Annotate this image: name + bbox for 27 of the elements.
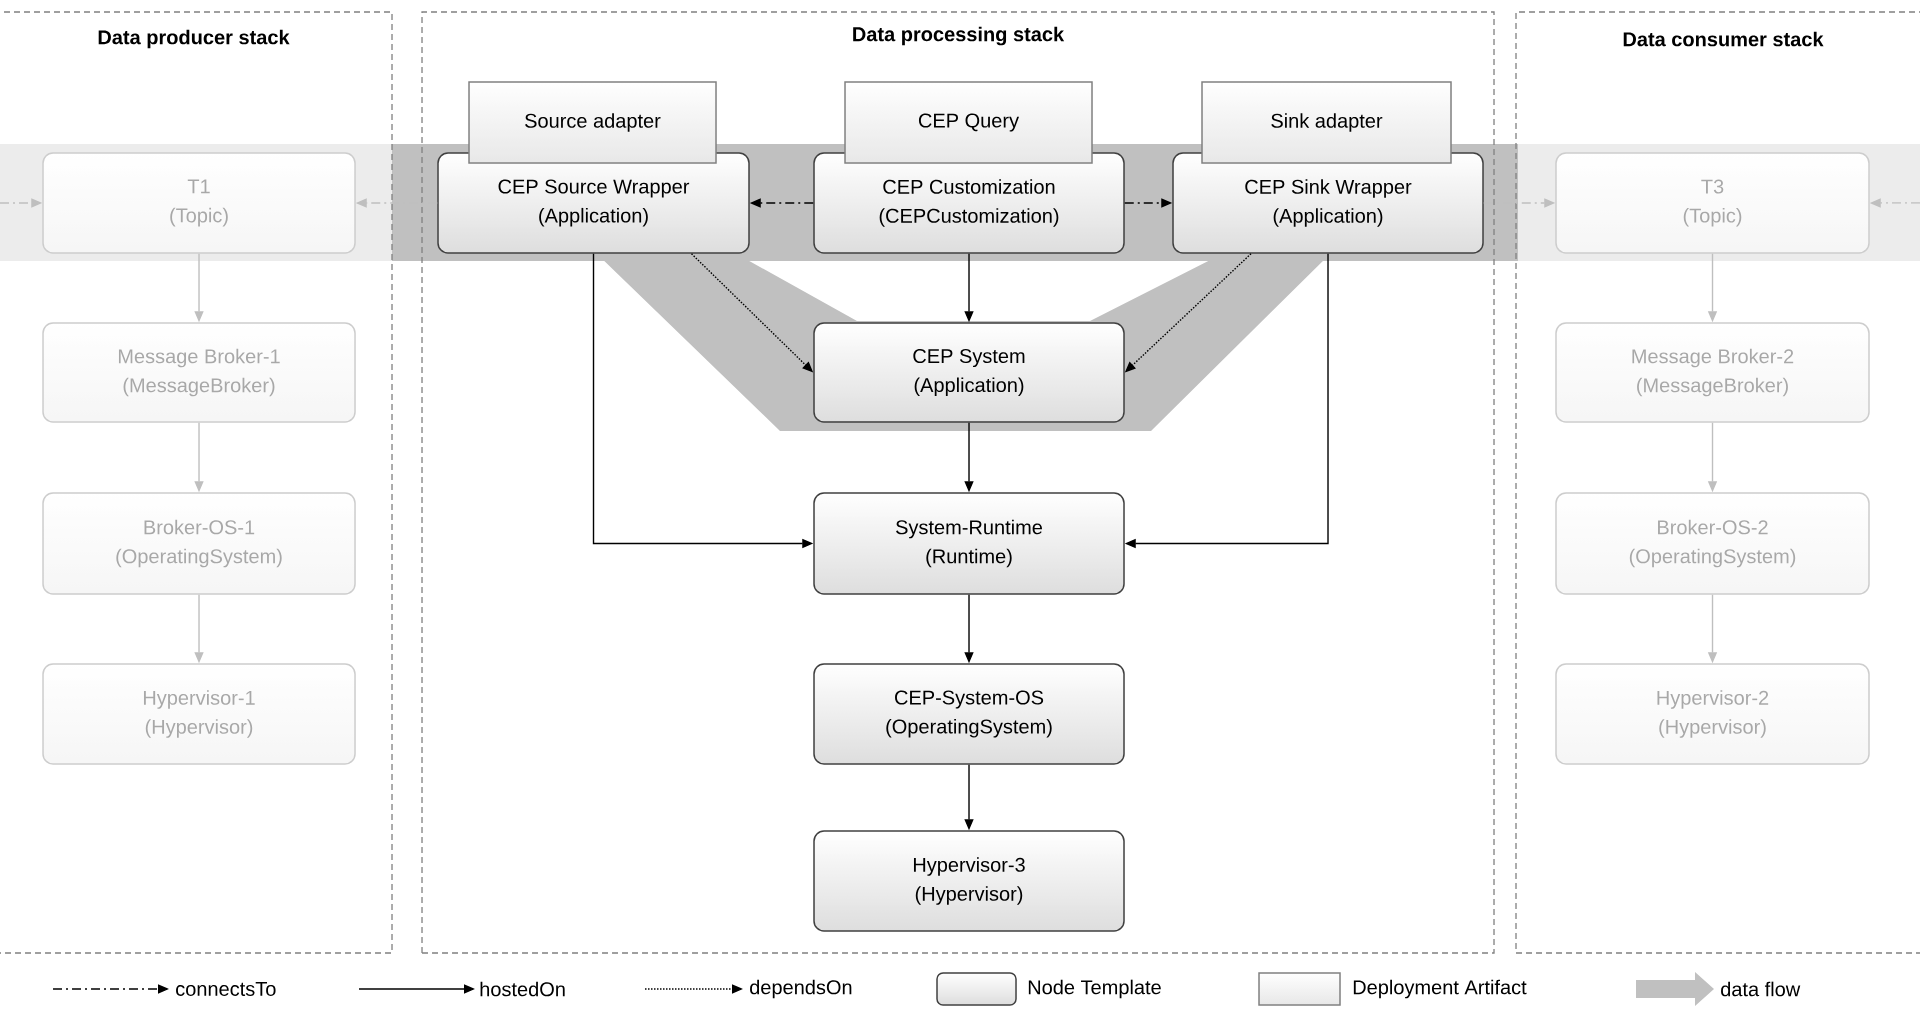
deployment-artifact-box: Source adapter (468, 81, 717, 164)
node-template-box: Broker-OS-2 (OperatingSystem) (1555, 492, 1870, 595)
legend-label: connectsTo (176, 982, 276, 996)
deployment-artifact-box: CEP Query (844, 81, 1093, 164)
legend-label: Deployment Artifact (1353, 979, 1527, 999)
node-template-box: CEP Sink Wrapper (Application) (1172, 152, 1484, 254)
node-template-box: Hypervisor-1 (Hypervisor) (42, 663, 356, 765)
node-template-box: Hypervisor-2 (Hypervisor) (1555, 663, 1870, 765)
legend-label: Node Template (1028, 979, 1161, 999)
node-template-box: Hypervisor-3 (Hypervisor) (813, 830, 1125, 932)
stack-title: Data producer stack (98, 29, 290, 49)
node-template-box: CEP System (Application) (813, 322, 1125, 423)
node-template-box: System-Runtime (Runtime) (813, 492, 1125, 595)
stack-title: Data processing stack (853, 26, 1065, 46)
legend-label: dependsOn (750, 979, 852, 999)
stack-title: Data consumer stack (1623, 31, 1824, 47)
node-template-box: CEP Source Wrapper (Application) (437, 152, 750, 254)
node-template-box: Message Broker-2 (MessageBroker) (1555, 322, 1870, 423)
node-template-box: Broker-OS-1 (OperatingSystem) (42, 492, 356, 595)
legend-label: hostedOn (480, 981, 565, 997)
node-template-box: CEP Customization (CEPCustomization) (813, 152, 1125, 254)
legend-label: data flow (1721, 981, 1801, 997)
node-template-box: T1 (Topic) (42, 152, 356, 254)
node-template-box: CEP-System-OS (OperatingSystem) (813, 663, 1125, 765)
node-template-box: T3 (Topic) (1555, 152, 1870, 254)
node-template-box: Message Broker-1 (MessageBroker) (42, 322, 356, 423)
deployment-artifact-box: Sink adapter (1201, 81, 1452, 164)
